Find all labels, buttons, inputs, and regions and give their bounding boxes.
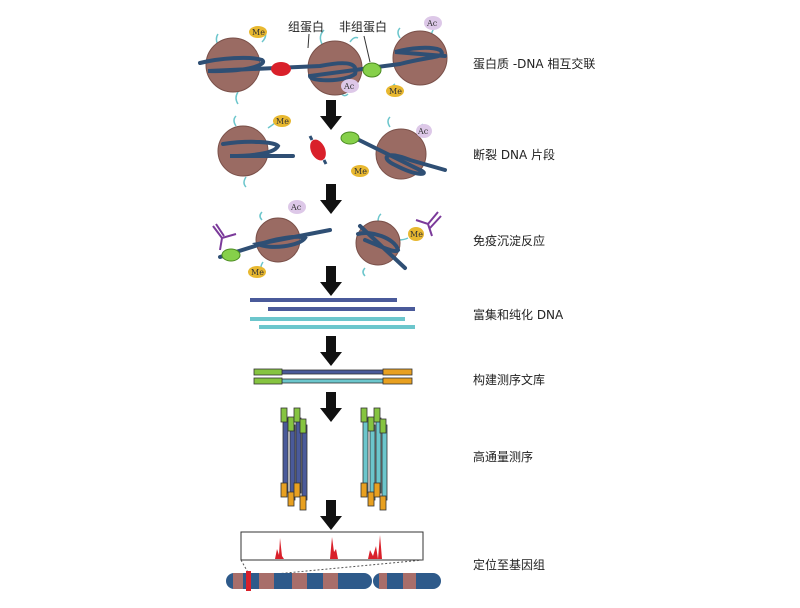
step7-genome-mapping: [226, 531, 441, 591]
arrow-down-icon: [320, 500, 342, 530]
me-tag: Me: [389, 87, 402, 96]
non-histone-protein-green: [362, 62, 382, 78]
ac-tag: Ac: [290, 203, 302, 212]
histone-label: 组蛋白: [288, 19, 324, 34]
arrow-down-icon: [320, 336, 342, 366]
me-tag: Me: [354, 167, 367, 176]
me-tag: Me: [276, 117, 289, 126]
step1-crosslink-illustration: 组蛋白 非组蛋白 Me Ac Ac Me: [198, 16, 448, 105]
dna-strand: [198, 45, 447, 83]
nucleosome: [205, 37, 261, 93]
non-histone-protein-red: [271, 62, 291, 76]
ac-tag: Ac: [417, 127, 429, 136]
step-label-crosslink: 蛋白质 -DNA 相互交联: [473, 56, 595, 71]
step3-immunoprecipitation-illustration: Ac Me Me: [212, 200, 442, 278]
ac-tag: Ac: [426, 19, 438, 28]
arrow-down-icon: [320, 100, 342, 130]
me-tag: Me: [251, 268, 264, 277]
me-tag: Me: [252, 28, 265, 37]
step5-sequencing-library: [253, 368, 413, 385]
ac-tag: Ac: [343, 82, 355, 91]
step-label-sequencing: 高通量测序: [473, 449, 533, 464]
step-label-enrich-purify: 富集和纯化 DNA: [473, 307, 564, 322]
arrow-down-icon: [320, 392, 342, 422]
chromosome: [226, 571, 441, 591]
step-label-immunoprecipitation: 免疫沉淀反应: [473, 233, 545, 248]
mapped-locus-marker: [246, 571, 251, 591]
step-label-library: 构建测序文库: [473, 372, 545, 387]
step-label-genome-mapping: 定位至基因组: [473, 557, 545, 572]
non-histone-label: 非组蛋白: [339, 19, 387, 34]
antibody-icon: [415, 211, 442, 237]
me-tag: Me: [410, 230, 423, 239]
step6-sequencing-reads: [280, 407, 388, 511]
arrow-down-icon: [320, 266, 342, 296]
step-label-fragmentation: 断裂 DNA 片段: [473, 147, 555, 162]
arrow-down-icon: [320, 184, 342, 214]
antibody-icon: [212, 223, 237, 251]
step2-fragmentation-illustration: Me Ac Me: [217, 115, 447, 188]
read-peaks: [275, 535, 382, 559]
step4-purified-dna-fragments: [250, 298, 415, 329]
